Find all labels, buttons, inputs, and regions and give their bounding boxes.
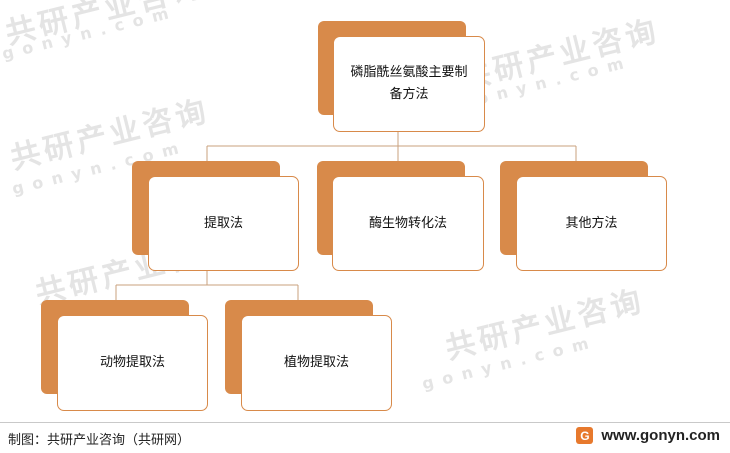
node-animal-extraction-label: 动物提取法 <box>57 315 208 411</box>
site-brand: G www.gonyn.com <box>576 427 720 444</box>
node-other-methods-label: 其他方法 <box>516 176 667 271</box>
root-node-label: 磷脂酰丝氨酸主要制备方法 <box>333 36 485 132</box>
site-url: www.gonyn.com <box>601 427 720 444</box>
source-caption: 制图：共研产业咨询（共研网） <box>8 433 191 448</box>
node-plant-extraction-label: 植物提取法 <box>241 315 392 411</box>
footer-divider <box>0 422 730 423</box>
node-enzyme-conversion-label: 酶生物转化法 <box>332 176 484 271</box>
gonyn-logo-icon: G <box>576 427 594 444</box>
node-extraction-label: 提取法 <box>148 176 299 271</box>
